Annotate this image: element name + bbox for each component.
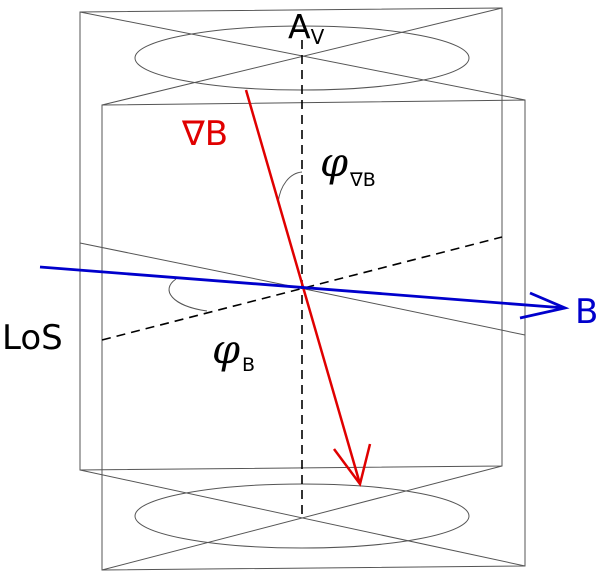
phi-field-angle-arc xyxy=(168,278,208,312)
line-of-sight-label: LoS xyxy=(2,318,63,358)
gradient-label: ∇B xyxy=(181,114,228,154)
bottom-crossing-line-2 xyxy=(101,465,503,571)
field-vector-shaft xyxy=(39,265,566,310)
phi-gradient-angle-arc xyxy=(277,171,303,204)
field-label: B xyxy=(575,292,598,332)
horizontal-plane-edge-left xyxy=(79,242,301,289)
phi-gradient-label: φ∇B xyxy=(320,140,376,191)
horizontal-plane-edge-right xyxy=(299,287,526,336)
field-arrowhead xyxy=(519,291,570,320)
back-plane xyxy=(79,7,503,471)
front-plane xyxy=(101,99,526,571)
axis-label: AV xyxy=(288,7,325,49)
gradient-arrowhead xyxy=(332,443,372,487)
line-of-sight xyxy=(101,236,503,341)
